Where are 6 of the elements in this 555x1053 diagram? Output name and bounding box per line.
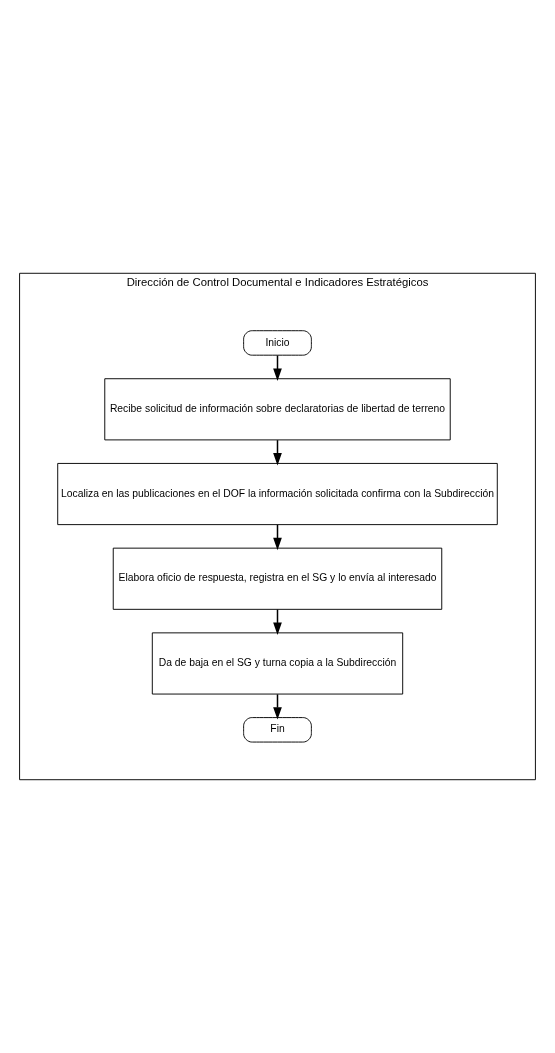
node-box: Localiza en las publicaciones en el DOF la información solicitada confirma con la Subdirección — [57, 462, 498, 526]
node-box: Fin — [243, 717, 312, 743]
node-box: Inicio — [243, 330, 312, 356]
node-box: Recibe solicitud de información sobre declaratorias de libertad de terreno — [104, 378, 451, 441]
node-box: Da de baja en el SG y turna copia a la Subdirección — [151, 632, 404, 695]
node-box: Elabora oficio de respuesta, registra en el SG y lo envía al interesado — [112, 547, 443, 610]
